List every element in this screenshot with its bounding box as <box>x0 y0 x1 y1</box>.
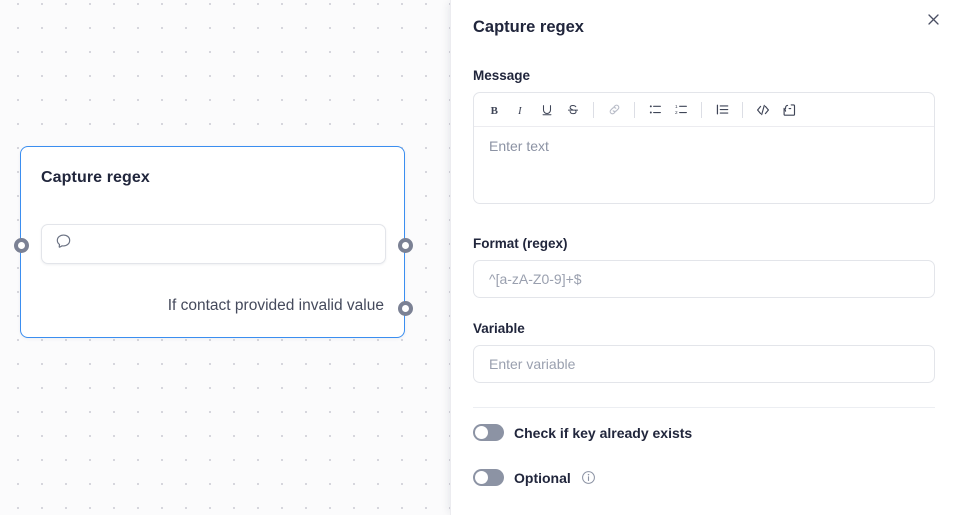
node-title: Capture regex <box>41 169 150 186</box>
svg-text:B: B <box>491 104 498 116</box>
toolbar-separator <box>593 101 594 118</box>
format-label: Format (regex) <box>473 236 568 251</box>
field-format-regex: Format (regex) <box>473 236 935 298</box>
toggle-row-check-key-exists: Check if key already exists <box>473 424 692 441</box>
numbered-list-icon[interactable]: 1 2 <box>668 97 694 123</box>
message-editor-body[interactable]: Enter text <box>489 138 549 154</box>
svg-text:2: 2 <box>674 110 677 115</box>
message-label: Message <box>473 68 531 83</box>
toggle-label-check-key-exists: Check if key already exists <box>514 424 693 441</box>
toggle-check-key-exists[interactable] <box>473 424 504 441</box>
svg-text:1: 1 <box>674 104 677 109</box>
close-icon[interactable] <box>920 6 946 32</box>
variable-tag-icon[interactable] <box>776 97 802 123</box>
toolbar-separator <box>742 101 743 118</box>
node-output-port-main[interactable] <box>397 238 413 253</box>
node-input-port[interactable] <box>13 238 29 253</box>
rich-text-editor[interactable]: B I <box>473 92 935 204</box>
code-icon[interactable] <box>750 97 776 123</box>
section-divider <box>473 407 935 408</box>
toolbar-separator <box>701 101 702 118</box>
strikethrough-icon[interactable] <box>560 97 586 123</box>
node-branch-label: If contact provided invalid value <box>167 297 384 314</box>
node-output-port-invalid[interactable] <box>397 301 413 316</box>
underline-icon[interactable] <box>534 97 560 123</box>
format-regex-input[interactable] <box>473 260 935 298</box>
node-message-preview[interactable] <box>41 224 386 264</box>
variable-input[interactable] <box>473 345 935 383</box>
toggle-knob <box>475 426 488 439</box>
toggle-label-optional: Optional <box>514 469 571 486</box>
info-icon[interactable] <box>581 470 596 485</box>
toggle-optional[interactable] <box>473 469 504 486</box>
link-icon[interactable] <box>601 97 627 123</box>
bulleted-list-icon[interactable] <box>642 97 668 123</box>
toolbar-separator <box>634 101 635 118</box>
variable-label: Variable <box>473 321 525 336</box>
field-variable: Variable <box>473 321 935 383</box>
toggle-row-optional: Optional <box>473 469 596 486</box>
bold-icon[interactable]: B <box>482 97 508 123</box>
svg-text:I: I <box>517 104 523 116</box>
italic-icon[interactable]: I <box>508 97 534 123</box>
panel-title: Capture regex <box>473 18 584 36</box>
chat-bubble-icon <box>54 232 73 256</box>
properties-panel: Capture regex Message B I <box>450 0 956 515</box>
field-message: Message B I <box>473 68 935 204</box>
toggle-knob <box>475 471 488 484</box>
indent-list-icon[interactable] <box>709 97 735 123</box>
node-capture-regex[interactable]: Capture regex If contact provided invali… <box>20 146 405 338</box>
editor-toolbar: B I <box>474 93 934 127</box>
flow-canvas[interactable]: Capture regex If contact provided invali… <box>0 0 450 515</box>
